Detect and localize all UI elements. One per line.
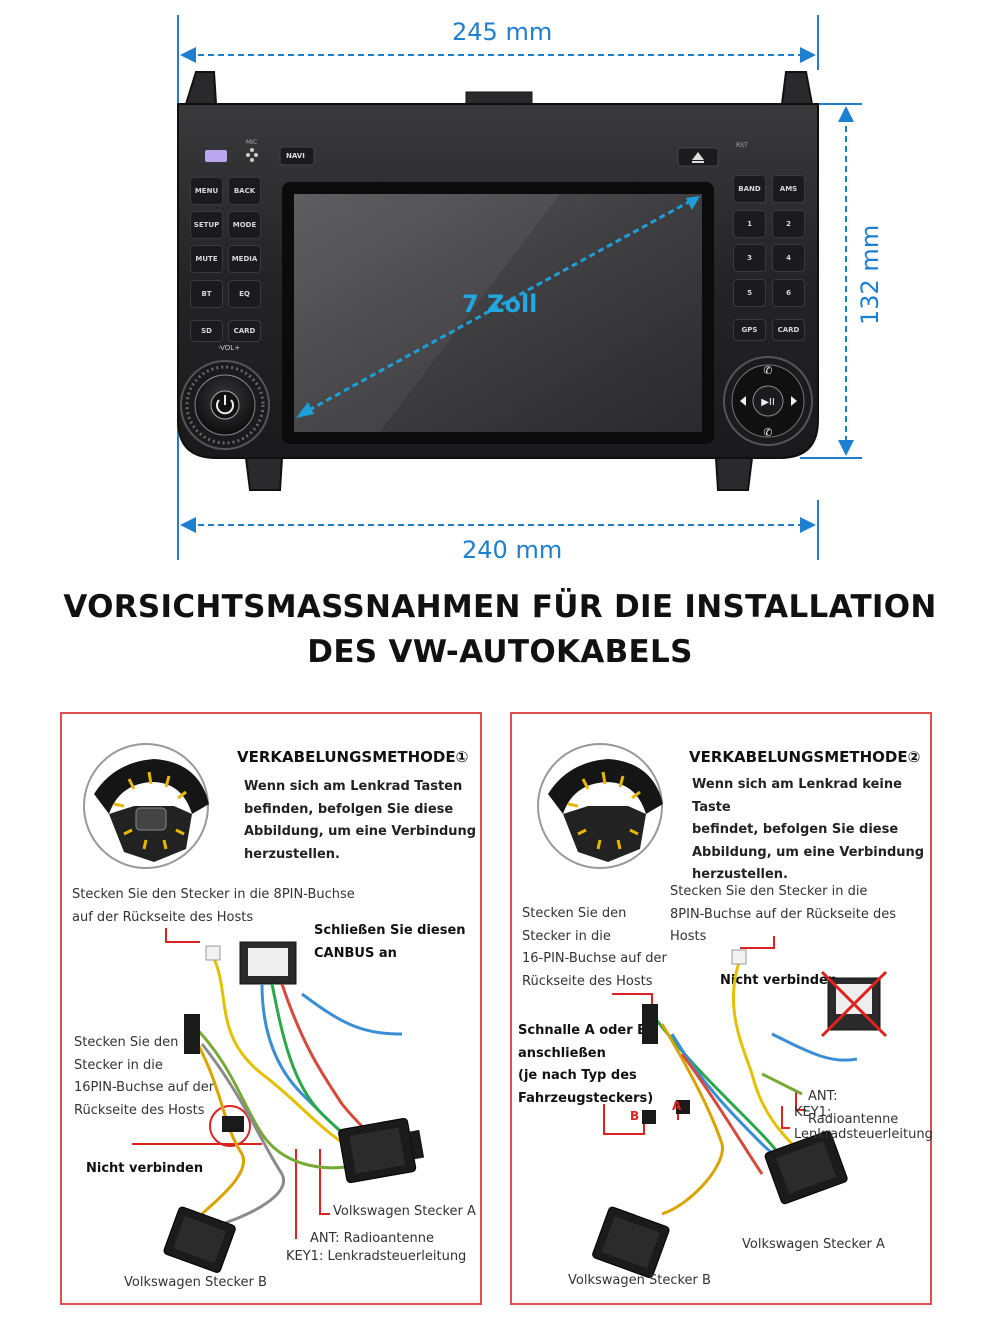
steering-wheel-icon xyxy=(83,743,209,869)
key-gps: GPS xyxy=(733,319,766,341)
note-line: 16-PIN-Buchse auf der xyxy=(522,951,667,966)
panel-2-mark-a: A xyxy=(672,1099,682,1113)
desc-line: herzustellen. xyxy=(244,846,340,862)
svg-text:✆: ✆ xyxy=(763,426,772,439)
note-line: Stecken Sie den xyxy=(522,906,627,921)
note-line: 8PIN-Buchse auf der Rückseite des Hosts xyxy=(670,906,896,945)
desc-line: befinden, befolgen Sie diese xyxy=(244,801,454,817)
panel-2-ant-label: ANT: Radioantenne xyxy=(808,1089,899,1127)
device-figure: 245 mm 240 mm 132 mm xyxy=(0,0,1000,570)
screen-diagonal-label: 7 Zoll xyxy=(462,290,538,318)
panel-2-description: Wenn sich am Lenkrad keine Taste befinde… xyxy=(692,774,930,887)
note-line: anschließen xyxy=(518,1045,606,1061)
key-setup: SETUP xyxy=(190,211,223,239)
key-6: 6 xyxy=(772,279,805,307)
note-line: Schnalle A oder B xyxy=(518,1023,648,1038)
note-line: Fahrzeugsteckers) xyxy=(518,1090,654,1106)
note-line: (je nach Typ des xyxy=(518,1068,637,1083)
key-4: 4 xyxy=(772,244,805,272)
key-1: 1 xyxy=(733,210,766,238)
desc-line: Wenn sich am Lenkrad Tasten xyxy=(244,779,463,794)
panel-1-title: VERKABELUNGSMETHODE① xyxy=(237,748,469,766)
note-line: Stecker in die xyxy=(522,928,611,944)
panel-2-mark-b: B xyxy=(630,1109,640,1123)
note-line: Stecken Sie den xyxy=(74,1035,179,1050)
desc-line: herzustellen. xyxy=(692,867,788,882)
key-card-right: CARD xyxy=(772,319,805,341)
panel-1-plug-a-label: Volkswagen Stecker A xyxy=(333,1204,476,1219)
key-media: MEDIA xyxy=(228,245,261,273)
panel-2-note-16pin: Stecken Sie den Stecker in die 16-PIN-Bu… xyxy=(522,903,667,993)
panel-1-note-16pin: Stecken Sie den Stecker in die 16PIN-Buc… xyxy=(74,1032,214,1122)
note-line: Schließen Sie diesen xyxy=(314,923,466,938)
key-3: 3 xyxy=(733,244,766,272)
key-card-left: CARD xyxy=(228,320,261,342)
radio-unit: ▶II ✆ ✆ xyxy=(177,71,819,491)
note-line: CANBUS an xyxy=(314,945,397,961)
desc-line: Abbildung, um eine Verbindung xyxy=(244,824,477,839)
key-ams: AMS xyxy=(772,175,805,203)
note-line: Stecker in die xyxy=(74,1057,163,1073)
panel-2-plug-a-label: Volkswagen Stecker A xyxy=(742,1237,885,1252)
wiring-panel-2: VERKABELUNGSMETHODE② Wenn sich am Lenkra… xyxy=(510,712,933,1305)
panel-2-key1-continued: Lenkradsteuerleitung xyxy=(794,1127,933,1142)
heading-line-2: DES VW-AUTOKABELS xyxy=(307,634,693,670)
dimension-lines xyxy=(177,15,862,560)
key-eq: EQ xyxy=(228,280,261,308)
wiring-panel-1: VERKABELUNGSMETHODE① Wenn sich am Lenkra… xyxy=(60,712,482,1305)
svg-text:✆: ✆ xyxy=(763,364,772,377)
panel-1-plug-b-label: Volkswagen Stecker B xyxy=(124,1275,267,1290)
key-sd: SD xyxy=(190,320,223,342)
key-menu: MENU xyxy=(190,177,223,205)
width-top-label: 245 mm xyxy=(452,18,553,46)
note-line: auf der Rückseite des Hosts xyxy=(72,909,254,925)
desc-line: befindet, befolgen Sie diese xyxy=(692,822,899,837)
panel-1-description: Wenn sich am Lenkrad Tasten befinden, be… xyxy=(244,776,476,866)
svg-text:▶II: ▶II xyxy=(761,397,775,408)
key-2: 2 xyxy=(772,210,805,238)
panel-1-note-8pin: Stecken Sie den Stecker in die 8PIN-Buch… xyxy=(72,884,355,929)
width-bottom-label: 240 mm xyxy=(462,536,563,564)
panel-1-note-nicht-verbinden: Nicht verbinden xyxy=(86,1161,204,1176)
panel-1-key1-label: KEY1: Lenkradsteuerleitung xyxy=(286,1249,467,1264)
key-bt: BT xyxy=(190,280,223,308)
panel-1-ant-label: ANT: Radioantenne xyxy=(310,1231,434,1246)
desc-line: Wenn sich am Lenkrad keine Taste xyxy=(692,777,902,815)
panel-2-harness-drawing xyxy=(592,936,888,1279)
panel-2-note-schnalle: Schnalle A oder B anschließen (je nach T… xyxy=(518,1020,653,1110)
key-back: BACK xyxy=(228,177,261,205)
panel-2-note-nicht-verbinden: Nicht verbinden xyxy=(720,973,838,988)
note-line: Stecken Sie den Stecker in die 8PIN-Buch… xyxy=(72,887,355,902)
key-mode: MODE xyxy=(228,211,261,239)
panel-2-plug-b-label: Volkswagen Stecker B xyxy=(568,1273,711,1288)
navi-label: NAVI xyxy=(286,152,305,160)
key-5: 5 xyxy=(733,279,766,307)
note-line: Rückseite des Hosts xyxy=(522,973,653,989)
key-mute: MUTE xyxy=(190,245,223,273)
note-line: Rückseite des Hosts xyxy=(74,1102,205,1118)
rst-label: RST xyxy=(736,142,748,149)
panel-1-note-canbus: Schließen Sie diesen CANBUS an xyxy=(314,920,466,965)
panel-2-title: VERKABELUNGSMETHODE② xyxy=(689,748,921,766)
note-line: Stecken Sie den Stecker in die xyxy=(670,884,868,899)
panel-1-harness-drawing xyxy=(132,928,425,1273)
vol-label: -VOL+ xyxy=(218,344,241,352)
mic-label: MIC xyxy=(246,139,258,146)
steering-wheel-icon xyxy=(537,743,663,869)
panel-2-note-8pin: Stecken Sie den Stecker in die 8PIN-Buch… xyxy=(670,881,930,949)
note-line: 16PIN-Buchse auf der xyxy=(74,1080,215,1095)
heading-line-1: VORSICHTSMASSNAHMEN FÜR DIE INSTALLATION xyxy=(63,589,937,625)
panel-2-key1-label: KEY1: xyxy=(794,1105,832,1120)
key-band: BAND xyxy=(733,175,766,203)
desc-line: Abbildung, um eine Verbindung xyxy=(692,844,925,860)
